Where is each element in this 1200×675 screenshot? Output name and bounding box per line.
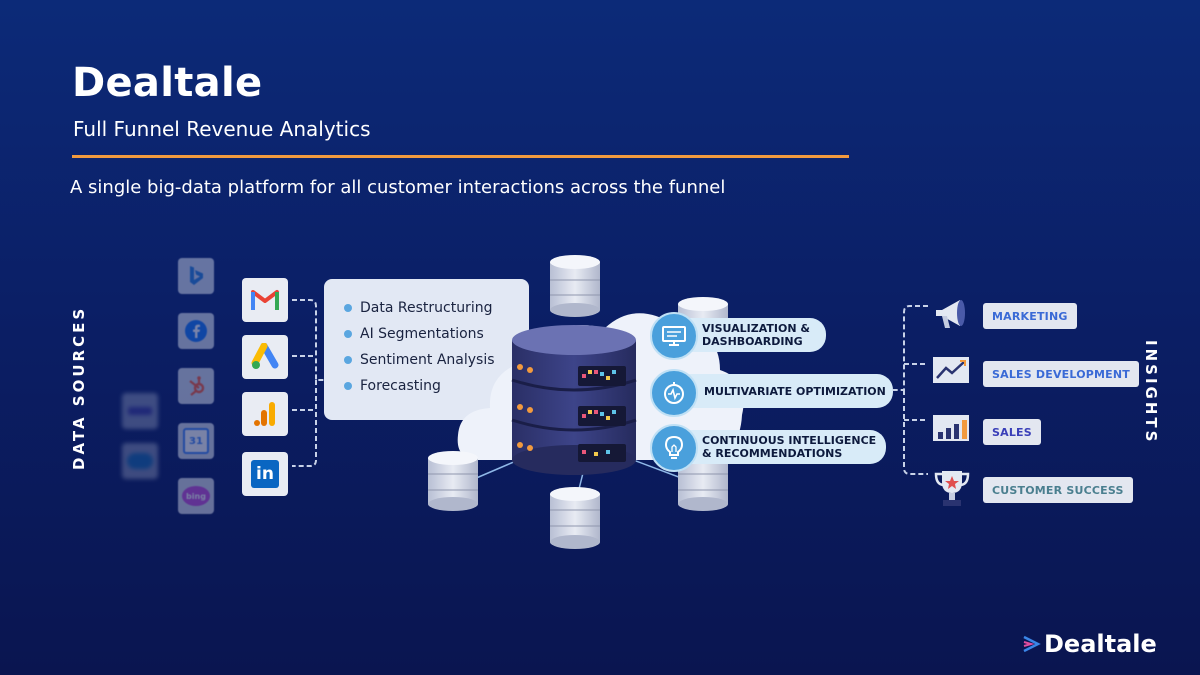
page-subtitle: Full Funnel Revenue Analytics: [73, 117, 371, 141]
title-divider: [72, 155, 849, 158]
bing-ads-icon: bing: [178, 478, 214, 514]
insight-connectors: [892, 305, 928, 475]
megaphone-icon: [932, 296, 972, 336]
bing-icon: [178, 258, 214, 294]
facebook-icon: [178, 313, 214, 349]
brand-mark-icon: [1023, 635, 1041, 653]
google-ads-icon[interactable]: [242, 335, 288, 379]
google-calendar-icon: 31: [178, 423, 214, 459]
trend-chart-icon: [932, 356, 972, 390]
list-item: Data Restructuring: [344, 295, 529, 321]
main-database: [511, 325, 637, 475]
source-connectors: [292, 299, 326, 467]
list-item: Forecasting: [344, 373, 529, 399]
salesforce-icon: [122, 443, 158, 479]
bullet-dot: [344, 304, 352, 312]
insights-label: INSIGHTS: [1142, 340, 1160, 445]
hubspot-icon: [178, 368, 214, 404]
gmail-icon[interactable]: [242, 278, 288, 322]
bullet-dot: [344, 382, 352, 390]
tagline: A single big-data platform for all custo…: [70, 177, 726, 198]
dashboard-icon: [650, 312, 698, 360]
insight-customer-success: CUSTOMER SUCCESS: [983, 477, 1133, 503]
bullet-dot: [344, 330, 352, 338]
optimization-icon: [650, 369, 698, 417]
bullet-dot: [344, 356, 352, 364]
small-database: [550, 255, 600, 317]
marketo-icon: [122, 393, 158, 429]
brand-logo: Dealtale: [1022, 630, 1157, 658]
list-item: AI Segmentations: [344, 321, 529, 347]
bar-chart-icon: [932, 414, 972, 448]
lightbulb-icon: [650, 424, 698, 472]
insight-sales: SALES: [983, 419, 1041, 445]
trophy-icon: [932, 468, 972, 514]
insight-sales-development: SALES DEVELOPMENT: [983, 361, 1139, 387]
list-item: Sentiment Analysis: [344, 347, 529, 373]
linkedin-icon[interactable]: in: [242, 452, 288, 496]
insight-marketing: MARKETING: [983, 303, 1077, 329]
data-sources-label: DATA SOURCES: [70, 305, 88, 470]
google-analytics-icon[interactable]: [242, 392, 288, 436]
page-title: Dealtale: [72, 60, 263, 106]
